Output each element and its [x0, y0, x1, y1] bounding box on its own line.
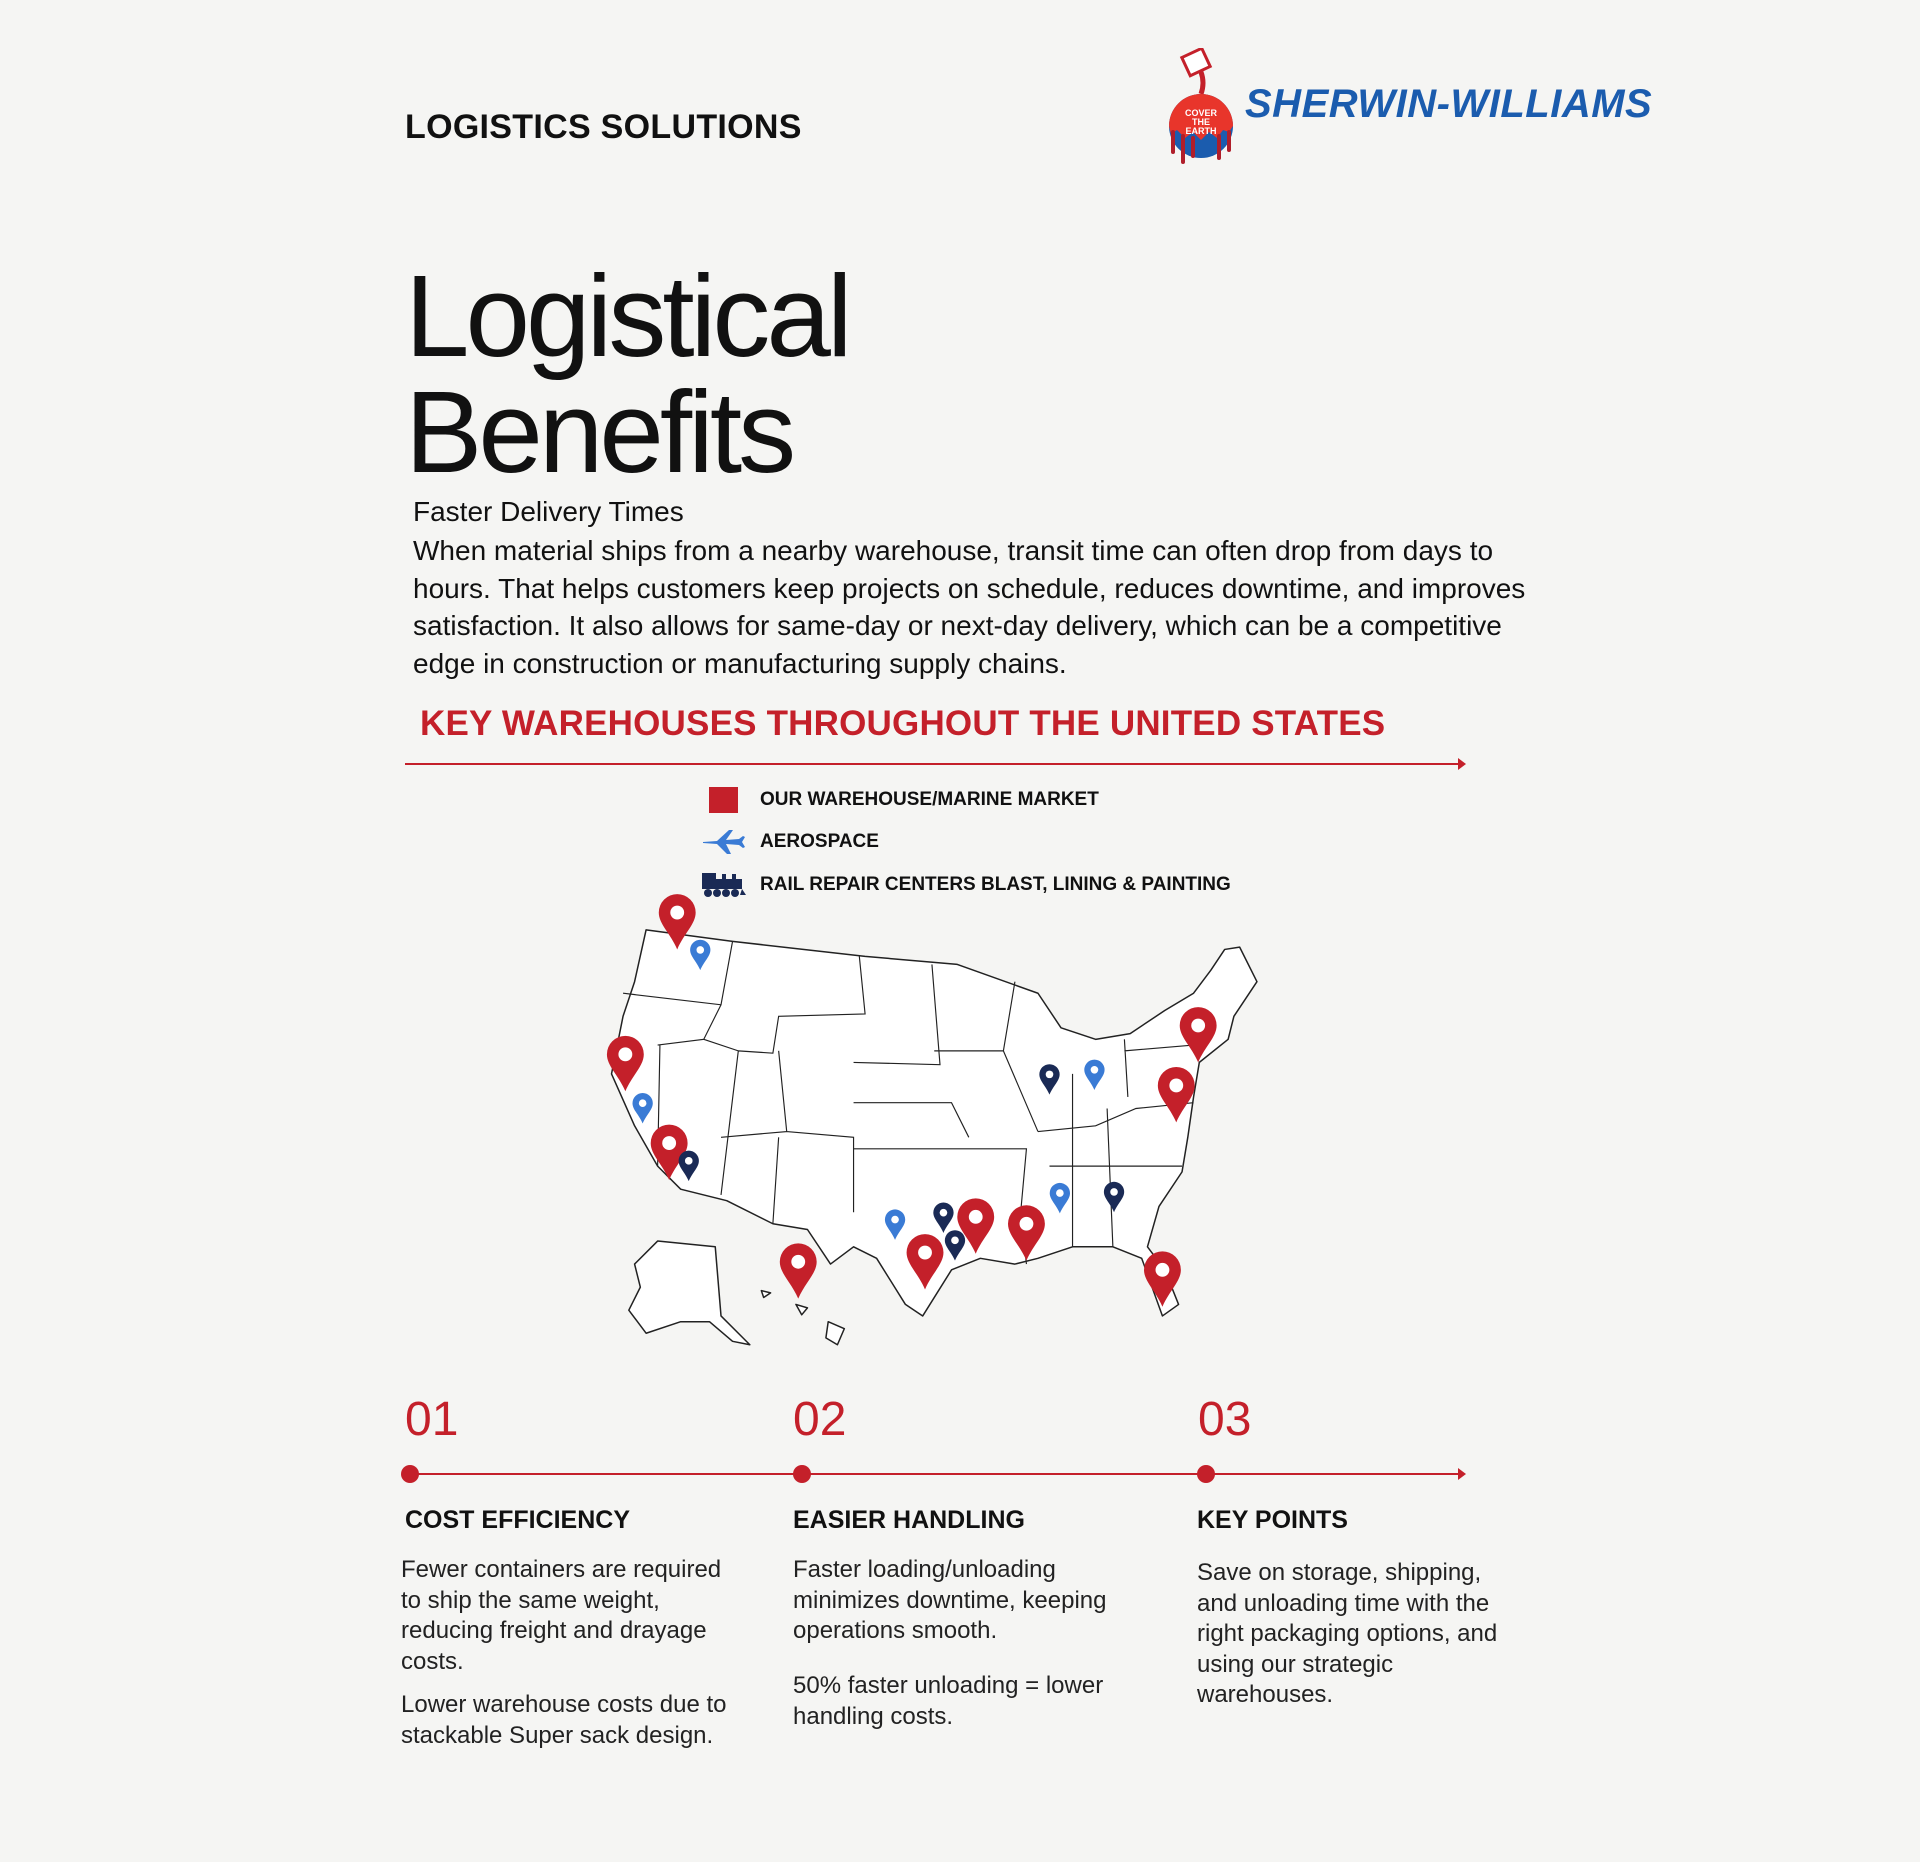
- legend-item-warehouse: OUR WAREHOUSE/MARINE MARKET: [700, 785, 1099, 815]
- pin-center-icon: [684, 1157, 693, 1165]
- pin-center-icon: [618, 1047, 633, 1062]
- alaska-outline: [628, 1240, 751, 1346]
- arrow-head-icon: [1458, 758, 1466, 770]
- pin-center-icon: [1155, 1262, 1170, 1277]
- step-number-2: 02: [793, 1393, 847, 1446]
- legend-label: OUR WAREHOUSE/MARINE MARKET: [760, 789, 1099, 810]
- legend-item-aerospace: AEROSPACE: [700, 827, 879, 857]
- step-body: 50% faster unloading = lower handling co…: [793, 1672, 1104, 1730]
- timeline-dot: [793, 1465, 811, 1483]
- warehouse-pin-icon: [1144, 1251, 1181, 1307]
- state-borders: [622, 941, 1194, 1265]
- legend-label: RAIL REPAIR CENTERS BLAST, LINING & PAIN…: [760, 874, 1231, 895]
- rail-pin-icon: [1103, 1181, 1125, 1213]
- rail-pin-icon: [933, 1202, 954, 1233]
- intro-paragraph: When material ships from a nearby wareho…: [413, 535, 1526, 679]
- locomotive-icon: [700, 870, 746, 900]
- step-heading: KEY POINTS: [1197, 1506, 1348, 1534]
- pin-center-icon: [939, 1208, 948, 1217]
- pin-center-icon: [891, 1215, 899, 1224]
- us-warehouse-map: [606, 894, 1258, 1346]
- step-number-3: 03: [1198, 1393, 1252, 1446]
- pin-center-icon: [638, 1099, 647, 1107]
- warehouse-pin-icon: [658, 894, 696, 950]
- step-body: Save on storage, shipping, and unloading…: [1197, 1559, 1498, 1708]
- timeline-dot: [1197, 1465, 1215, 1483]
- pin-center-icon: [696, 946, 705, 954]
- aerospace-pin-icon: [884, 1209, 906, 1240]
- pin-center-icon: [1019, 1216, 1034, 1231]
- pin-center-icon: [1056, 1189, 1064, 1197]
- pin-center-icon: [670, 905, 685, 920]
- pin-center-icon: [1191, 1018, 1206, 1033]
- warehouse-pin-icon: [957, 1198, 995, 1254]
- pin-center-icon: [1169, 1078, 1184, 1093]
- red-square-icon: [700, 785, 746, 815]
- sherwin-williams-logo-icon: COVER THE EARTH: [1169, 48, 1233, 164]
- step-body: Faster loading/unloading minimizes downt…: [793, 1556, 1107, 1644]
- warehouse-pin-icon: [779, 1243, 817, 1299]
- rail-pin-icon: [678, 1150, 699, 1182]
- hawaii-outline: [760, 1289, 846, 1346]
- timeline-arrow-icon: [1458, 1468, 1466, 1480]
- step-heading: COST EFFICIENCY: [405, 1506, 631, 1534]
- rail-pin-icon: [1039, 1064, 1060, 1095]
- svg-text:EARTH: EARTH: [1186, 126, 1217, 136]
- legend-label: AEROSPACE: [760, 831, 879, 852]
- pin-center-icon: [918, 1245, 932, 1260]
- title-line-2: Benefits: [405, 367, 796, 497]
- airplane-icon: [700, 827, 746, 857]
- warehouse-pin-icon: [1179, 1007, 1217, 1063]
- pin-center-icon: [1045, 1070, 1054, 1079]
- section-title: KEY WAREHOUSES THROUGHOUT THE UNITED STA…: [420, 704, 1386, 743]
- rail-pin-icon: [944, 1230, 966, 1261]
- timeline-dot: [401, 1465, 419, 1483]
- warehouse-pin-icon: [906, 1234, 944, 1290]
- pin-center-icon: [791, 1254, 806, 1269]
- svg-text:COVER: COVER: [1185, 108, 1218, 118]
- divider: [405, 763, 1463, 765]
- step-number-1: 01: [405, 1393, 459, 1446]
- warehouse-pin-icon: [1157, 1067, 1195, 1123]
- section-kicker: LOGISTICS SOLUTIONS: [405, 108, 802, 146]
- step-body: Fewer containers are required to ship th…: [401, 1556, 722, 1675]
- brand-name: SHERWIN-WILLIAMS: [1245, 82, 1653, 126]
- warehouse-pin-icon: [1008, 1205, 1045, 1261]
- pin-center-icon: [1090, 1065, 1099, 1074]
- warehouse-pin-icon: [650, 1124, 688, 1180]
- pin-center-icon: [951, 1236, 959, 1245]
- pin-center-icon: [1110, 1188, 1118, 1196]
- subtitle: Faster Delivery Times: [413, 496, 684, 527]
- step-body: Lower warehouse costs due to stackable S…: [401, 1691, 727, 1749]
- legend-item-rail: RAIL REPAIR CENTERS BLAST, LINING & PAIN…: [700, 870, 1231, 900]
- pin-center-icon: [662, 1136, 677, 1150]
- aerospace-pin-icon: [1084, 1059, 1105, 1091]
- title-line-1: Logistical: [405, 251, 853, 381]
- warehouse-pin-icon: [606, 1035, 644, 1092]
- aerospace-pin-icon: [690, 939, 711, 971]
- step-heading: EASIER HANDLING: [793, 1506, 1025, 1534]
- svg-text:THE: THE: [1192, 117, 1210, 127]
- page-title: Logistical Benefits: [405, 251, 853, 497]
- pin-center-icon: [968, 1209, 983, 1224]
- timeline-line: [410, 1473, 1460, 1475]
- aerospace-pin-icon: [1049, 1182, 1071, 1214]
- aerospace-pin-icon: [632, 1093, 653, 1124]
